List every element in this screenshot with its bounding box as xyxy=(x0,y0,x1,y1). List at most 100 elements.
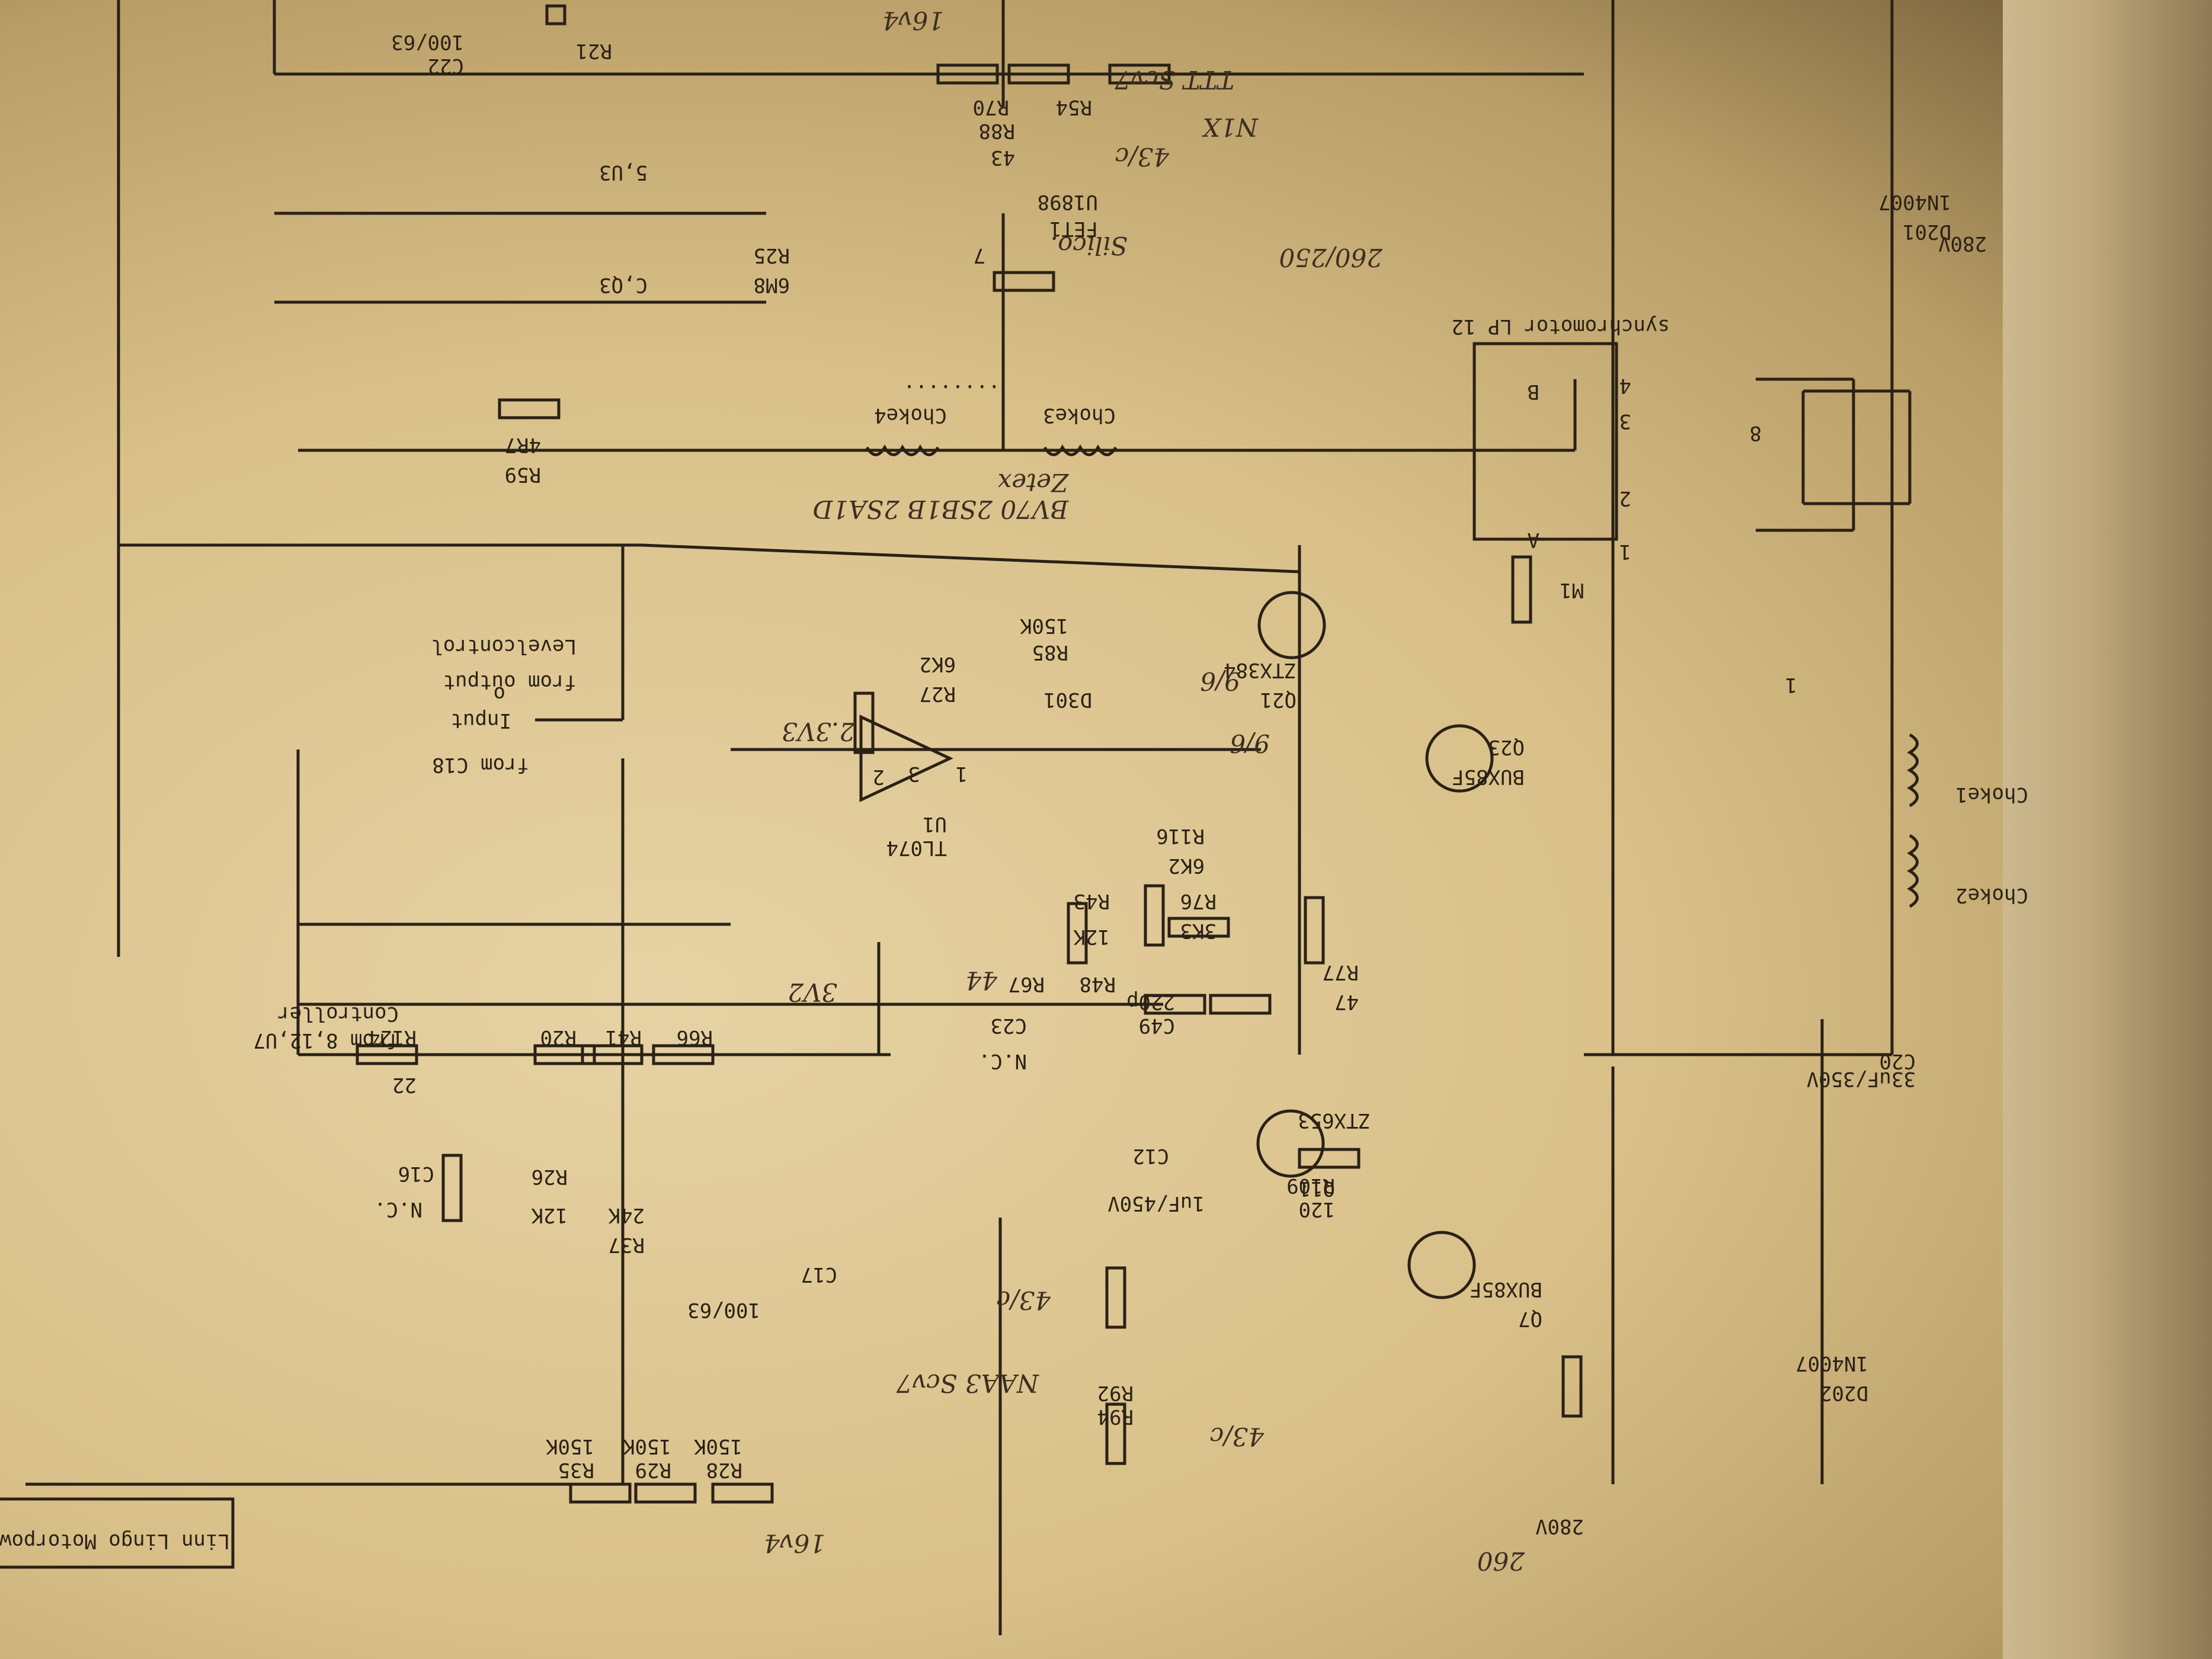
label-r59-val: 4R7 xyxy=(505,433,541,457)
resistor-r20 xyxy=(533,1044,596,1065)
resistor-r88-stub xyxy=(545,4,566,25)
label-pin-1: 1 xyxy=(1785,673,1797,697)
note-fet: Silico. xyxy=(1051,231,1128,260)
label-d201-val: 1N4007 xyxy=(1878,190,1951,214)
label-r109: R109 xyxy=(1286,1174,1335,1197)
label-synchromotor: synchromotor LP 12 xyxy=(1452,315,1670,338)
label-choke1: Choke1 xyxy=(1955,783,2028,806)
label-from-output: from output xyxy=(443,670,577,694)
resistor-r-mid xyxy=(1511,555,1532,624)
label-c20: C20 xyxy=(1880,1049,1916,1073)
resistor-r48 xyxy=(1209,994,1272,1015)
resistor-r35 xyxy=(569,1482,632,1504)
label-choke3: Choke3 xyxy=(1043,403,1116,427)
label-d301: D301 xyxy=(1043,688,1092,712)
label-280v-bottom: 280V xyxy=(1535,1514,1584,1538)
label-c49: C49 xyxy=(1139,1014,1175,1037)
resistor-r116 xyxy=(1167,917,1230,938)
label-r28-val: 150K xyxy=(694,1434,742,1458)
label-r21: R21 xyxy=(576,39,612,63)
label-c22-val: 100/63 xyxy=(391,30,464,54)
note-u1-v: 2.3V3 xyxy=(782,717,856,746)
label-fet1-val: U1898 xyxy=(1038,190,1098,214)
note-q21: BV70 2SB1B 2SA1D xyxy=(812,495,1069,524)
label-pin-8: 8 xyxy=(1750,421,1762,445)
transistor-q21 xyxy=(1257,591,1326,659)
note-r124-v: 3V2 xyxy=(788,978,837,1007)
note-r: TTT Scv7 xyxy=(1115,65,1234,94)
label-pin-2: 2 xyxy=(873,765,885,789)
label-r124: R124 xyxy=(368,1026,417,1049)
label-r85-val: 150K xyxy=(1020,614,1068,638)
note-r92: 43/c xyxy=(997,1286,1051,1315)
label-motor-a: A xyxy=(1528,528,1539,552)
note-r41: 44 xyxy=(966,966,998,995)
label-controller: Controller xyxy=(277,1002,399,1026)
label-r35-val: 150K xyxy=(546,1434,594,1458)
label-r76: R76 xyxy=(1180,889,1217,913)
label-r88-val: 43 xyxy=(991,146,1015,169)
label-input-pin: o xyxy=(494,682,505,706)
label-coil-3: 3 xyxy=(1619,409,1631,433)
label-r25-val: 6M8 xyxy=(754,273,790,297)
label-c17-val: 100/63 xyxy=(687,1298,760,1322)
note-lower-v: 16v4 xyxy=(764,1529,825,1558)
transistors xyxy=(1256,591,1494,1299)
note-r94: 43/c xyxy=(1210,1422,1265,1451)
resistor-r27 xyxy=(853,691,875,754)
motor-m1 xyxy=(1472,342,1618,541)
resistor-r94 xyxy=(1105,1402,1126,1465)
label-r37-val: 24K xyxy=(608,1203,645,1227)
label-r94: R94 xyxy=(1097,1405,1134,1429)
note-v250: 260/250 xyxy=(1279,243,1383,272)
transistor-q7 xyxy=(1407,1231,1476,1299)
label-r77-val: 47 xyxy=(1334,990,1359,1014)
note-v280: 260 xyxy=(1477,1546,1525,1575)
resistor-r77 xyxy=(1304,896,1325,965)
label-pin-3: 3 xyxy=(908,762,920,786)
resistor-r76 xyxy=(1144,884,1165,947)
label-r43: R43 xyxy=(1074,889,1110,913)
title-text: Linn Lingo Motorpoweramp xyxy=(0,1529,230,1553)
label-choke2: Choke2 xyxy=(1955,883,2028,907)
label-c22: C22 xyxy=(428,54,464,78)
label-q3: C,Q3 xyxy=(599,273,648,297)
label-q21-val: ZTX384 xyxy=(1224,658,1297,682)
label-choke4: Choke4 xyxy=(874,403,947,427)
label-c20-val: 33uF/350V xyxy=(1807,1067,1916,1091)
note-bjt-q8: 43/c xyxy=(1115,142,1170,171)
label-r37: R37 xyxy=(609,1233,645,1257)
wires xyxy=(25,0,1912,1635)
label-r70: R70 xyxy=(973,95,1009,119)
label-r26: R26 xyxy=(532,1165,568,1189)
label-c16: C16 xyxy=(398,1162,434,1186)
note-lower: NAA3 Scv7 xyxy=(896,1369,1039,1398)
label-r28: R28 xyxy=(706,1458,742,1482)
label-r20: R20 xyxy=(540,1026,577,1049)
note-q21-side: 9/6 xyxy=(1200,667,1240,696)
label-280v-top: 280V xyxy=(1938,232,1987,255)
choke3 xyxy=(1043,444,1118,456)
transistor-q23 xyxy=(1425,724,1494,793)
resistor-r59 xyxy=(498,398,561,419)
label-r59: R59 xyxy=(505,463,541,486)
label-r41: R41 xyxy=(606,1026,642,1049)
label-r88: R88 xyxy=(979,119,1015,143)
label-d201: D201 xyxy=(1903,220,1951,244)
label-r116-val: 6K2 xyxy=(1169,854,1205,877)
resistor-r28 xyxy=(711,1482,774,1504)
label-q7-val: BUX85F xyxy=(1470,1277,1542,1301)
label-q23-val: BUX85F xyxy=(1452,765,1525,789)
label-pin-out: 1 xyxy=(956,762,968,786)
label-d202: D202 xyxy=(1820,1381,1868,1405)
label-c49-val: 220p xyxy=(1126,990,1175,1014)
label-d202-val: 1N4007 xyxy=(1795,1351,1868,1375)
resistor-r67 xyxy=(1144,994,1206,1015)
label-r66: R66 xyxy=(677,1026,713,1049)
label-r67: R67 xyxy=(1009,972,1045,996)
label-r29: R29 xyxy=(635,1458,671,1482)
label-from-controller: from 8,12,U7 xyxy=(253,1029,399,1052)
choke2 xyxy=(1907,834,1919,908)
